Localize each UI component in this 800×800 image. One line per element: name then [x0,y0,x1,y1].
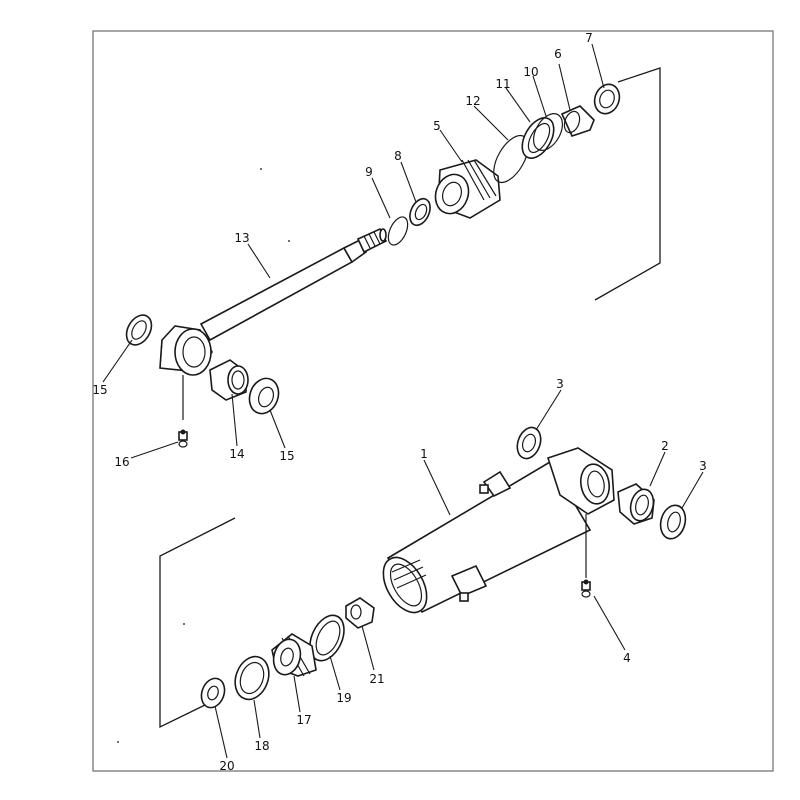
backup-ring [521,117,555,159]
rod-end-seal-right [248,377,280,415]
callout-15-left: 15 [92,383,107,397]
callout-18: 18 [254,739,269,753]
nut [345,597,375,629]
callout-12: 12 [465,94,480,108]
tube-end-seal-right [659,504,687,540]
rod-end-seal-left [125,314,153,346]
callout-20: 20 [219,759,234,773]
dust-seal [593,83,621,115]
callout-2: 2 [661,439,669,453]
leader-lines [102,43,704,759]
snap-ring [387,216,409,246]
callout-4: 4 [623,651,631,665]
diagram-frame [92,30,774,772]
assembly-bracket-lower [159,517,236,729]
scan-speck [117,741,119,743]
tube-end-seal-top [516,426,542,460]
callout-11: 11 [495,77,510,91]
callout-7: 7 [585,31,593,45]
callout-17: 17 [296,713,311,727]
callout-3-right: 3 [699,459,707,473]
piston [271,633,317,677]
piston-wear-ring [309,614,345,662]
callout-19: 19 [336,691,351,705]
callout-14: 14 [229,447,244,461]
rod-seal-small [409,197,431,227]
callout-16: 16 [114,455,129,469]
grease-fitting-tube-end [581,579,591,598]
callout-21: 21 [369,672,384,686]
scan-speck [288,240,290,242]
scan-speck [183,623,185,625]
callout-9: 9 [365,165,373,179]
piston-rod [159,227,388,420]
callout-8: 8 [394,149,402,163]
tube-end-bushing [617,483,655,525]
scan-speck [260,168,262,170]
cylinder-head [434,159,501,219]
rod-end-bushing [209,359,249,401]
assembly-bracket-upper [594,67,661,301]
piston-seal [234,655,270,701]
head-seal [532,113,564,151]
grease-fitting-rod-end [178,429,188,448]
head-bushing [560,105,595,137]
callout-6: 6 [554,47,562,61]
callout-13: 13 [234,231,249,245]
cushion-ring [200,677,226,709]
callout-3-top: 3 [556,377,564,391]
callout-10: 10 [523,65,538,79]
callout-15-right: 15 [279,449,294,463]
callout-1: 1 [420,447,428,461]
cylinder-tube [382,447,615,614]
callout-5: 5 [433,119,441,133]
